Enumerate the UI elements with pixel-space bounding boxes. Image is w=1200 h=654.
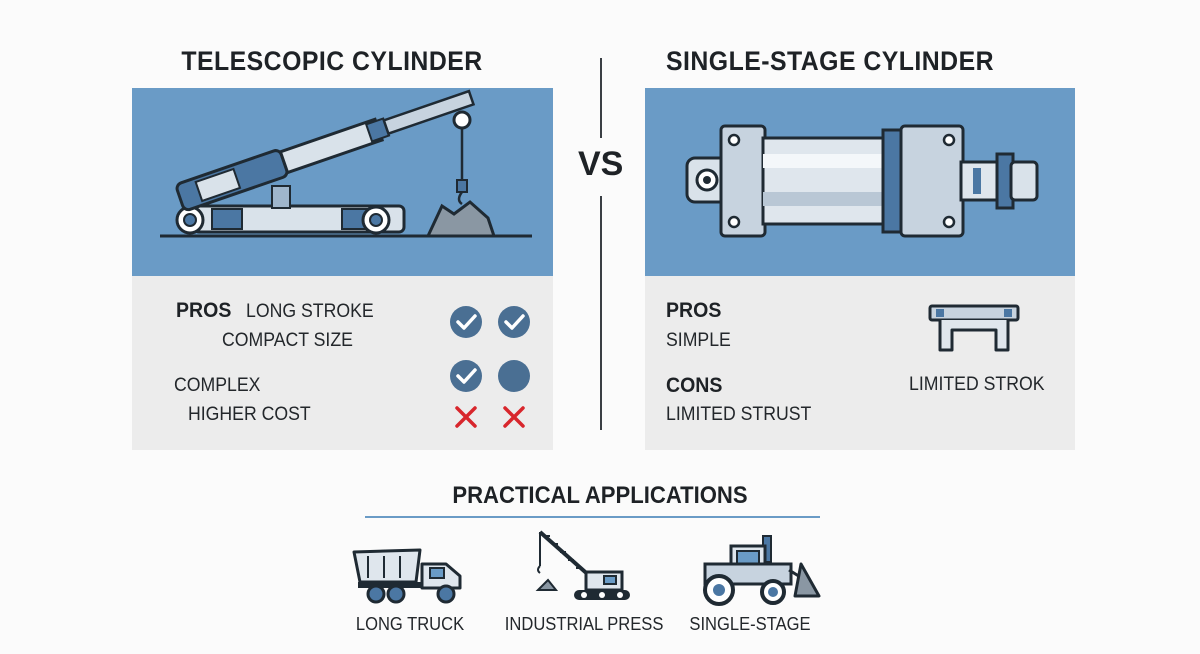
check-icon <box>498 306 530 338</box>
applications-title: PRACTICAL APPLICATIONS <box>452 482 748 509</box>
dump-truck-icon <box>352 548 462 604</box>
left-con-item: COMPLEX <box>174 375 261 396</box>
left-title: TELESCOPIC CYLINDER <box>181 46 483 76</box>
right-cons-heading: CONS <box>666 374 723 397</box>
left-pro-item: LONG STROKE <box>246 301 374 322</box>
right-pros-heading: PROS <box>666 299 722 322</box>
single-stage-cylinder-illustration <box>685 124 1039 238</box>
left-con-item: HIGHER COST <box>188 404 311 425</box>
left-pros-cons-panel <box>132 276 553 450</box>
right-pro-item: SIMPLE <box>666 330 731 351</box>
cross-icon <box>455 406 477 428</box>
center-divider-top <box>600 58 602 138</box>
loader-icon <box>703 535 821 606</box>
right-title: SINGLE-STAGE CYLINDER <box>665 46 995 76</box>
application-label: LONG TRUCK <box>355 614 465 634</box>
vs-label: VS <box>578 145 624 183</box>
check-icon <box>450 360 482 392</box>
left-illustration-panel <box>132 88 553 276</box>
applications-rule <box>365 516 820 518</box>
center-divider-bottom <box>600 196 602 430</box>
dot-icon <box>498 360 530 392</box>
bracket-icon <box>928 304 1020 352</box>
right-note: LIMITED STROK <box>909 374 1045 395</box>
left-pro-item: COMPACT SIZE <box>222 330 353 351</box>
left-pros-heading: PROS <box>176 299 232 322</box>
right-con-item: LIMITED STRUST <box>666 404 812 425</box>
check-icon <box>450 306 482 338</box>
application-label: INDUSTRIAL PRESS <box>504 614 664 634</box>
application-label: SINGLE-STAGE <box>689 614 811 634</box>
right-illustration-panel <box>645 88 1075 276</box>
cross-icon <box>503 406 525 428</box>
telescopic-cylinder-illustration <box>160 89 532 238</box>
crane-icon <box>535 530 630 600</box>
